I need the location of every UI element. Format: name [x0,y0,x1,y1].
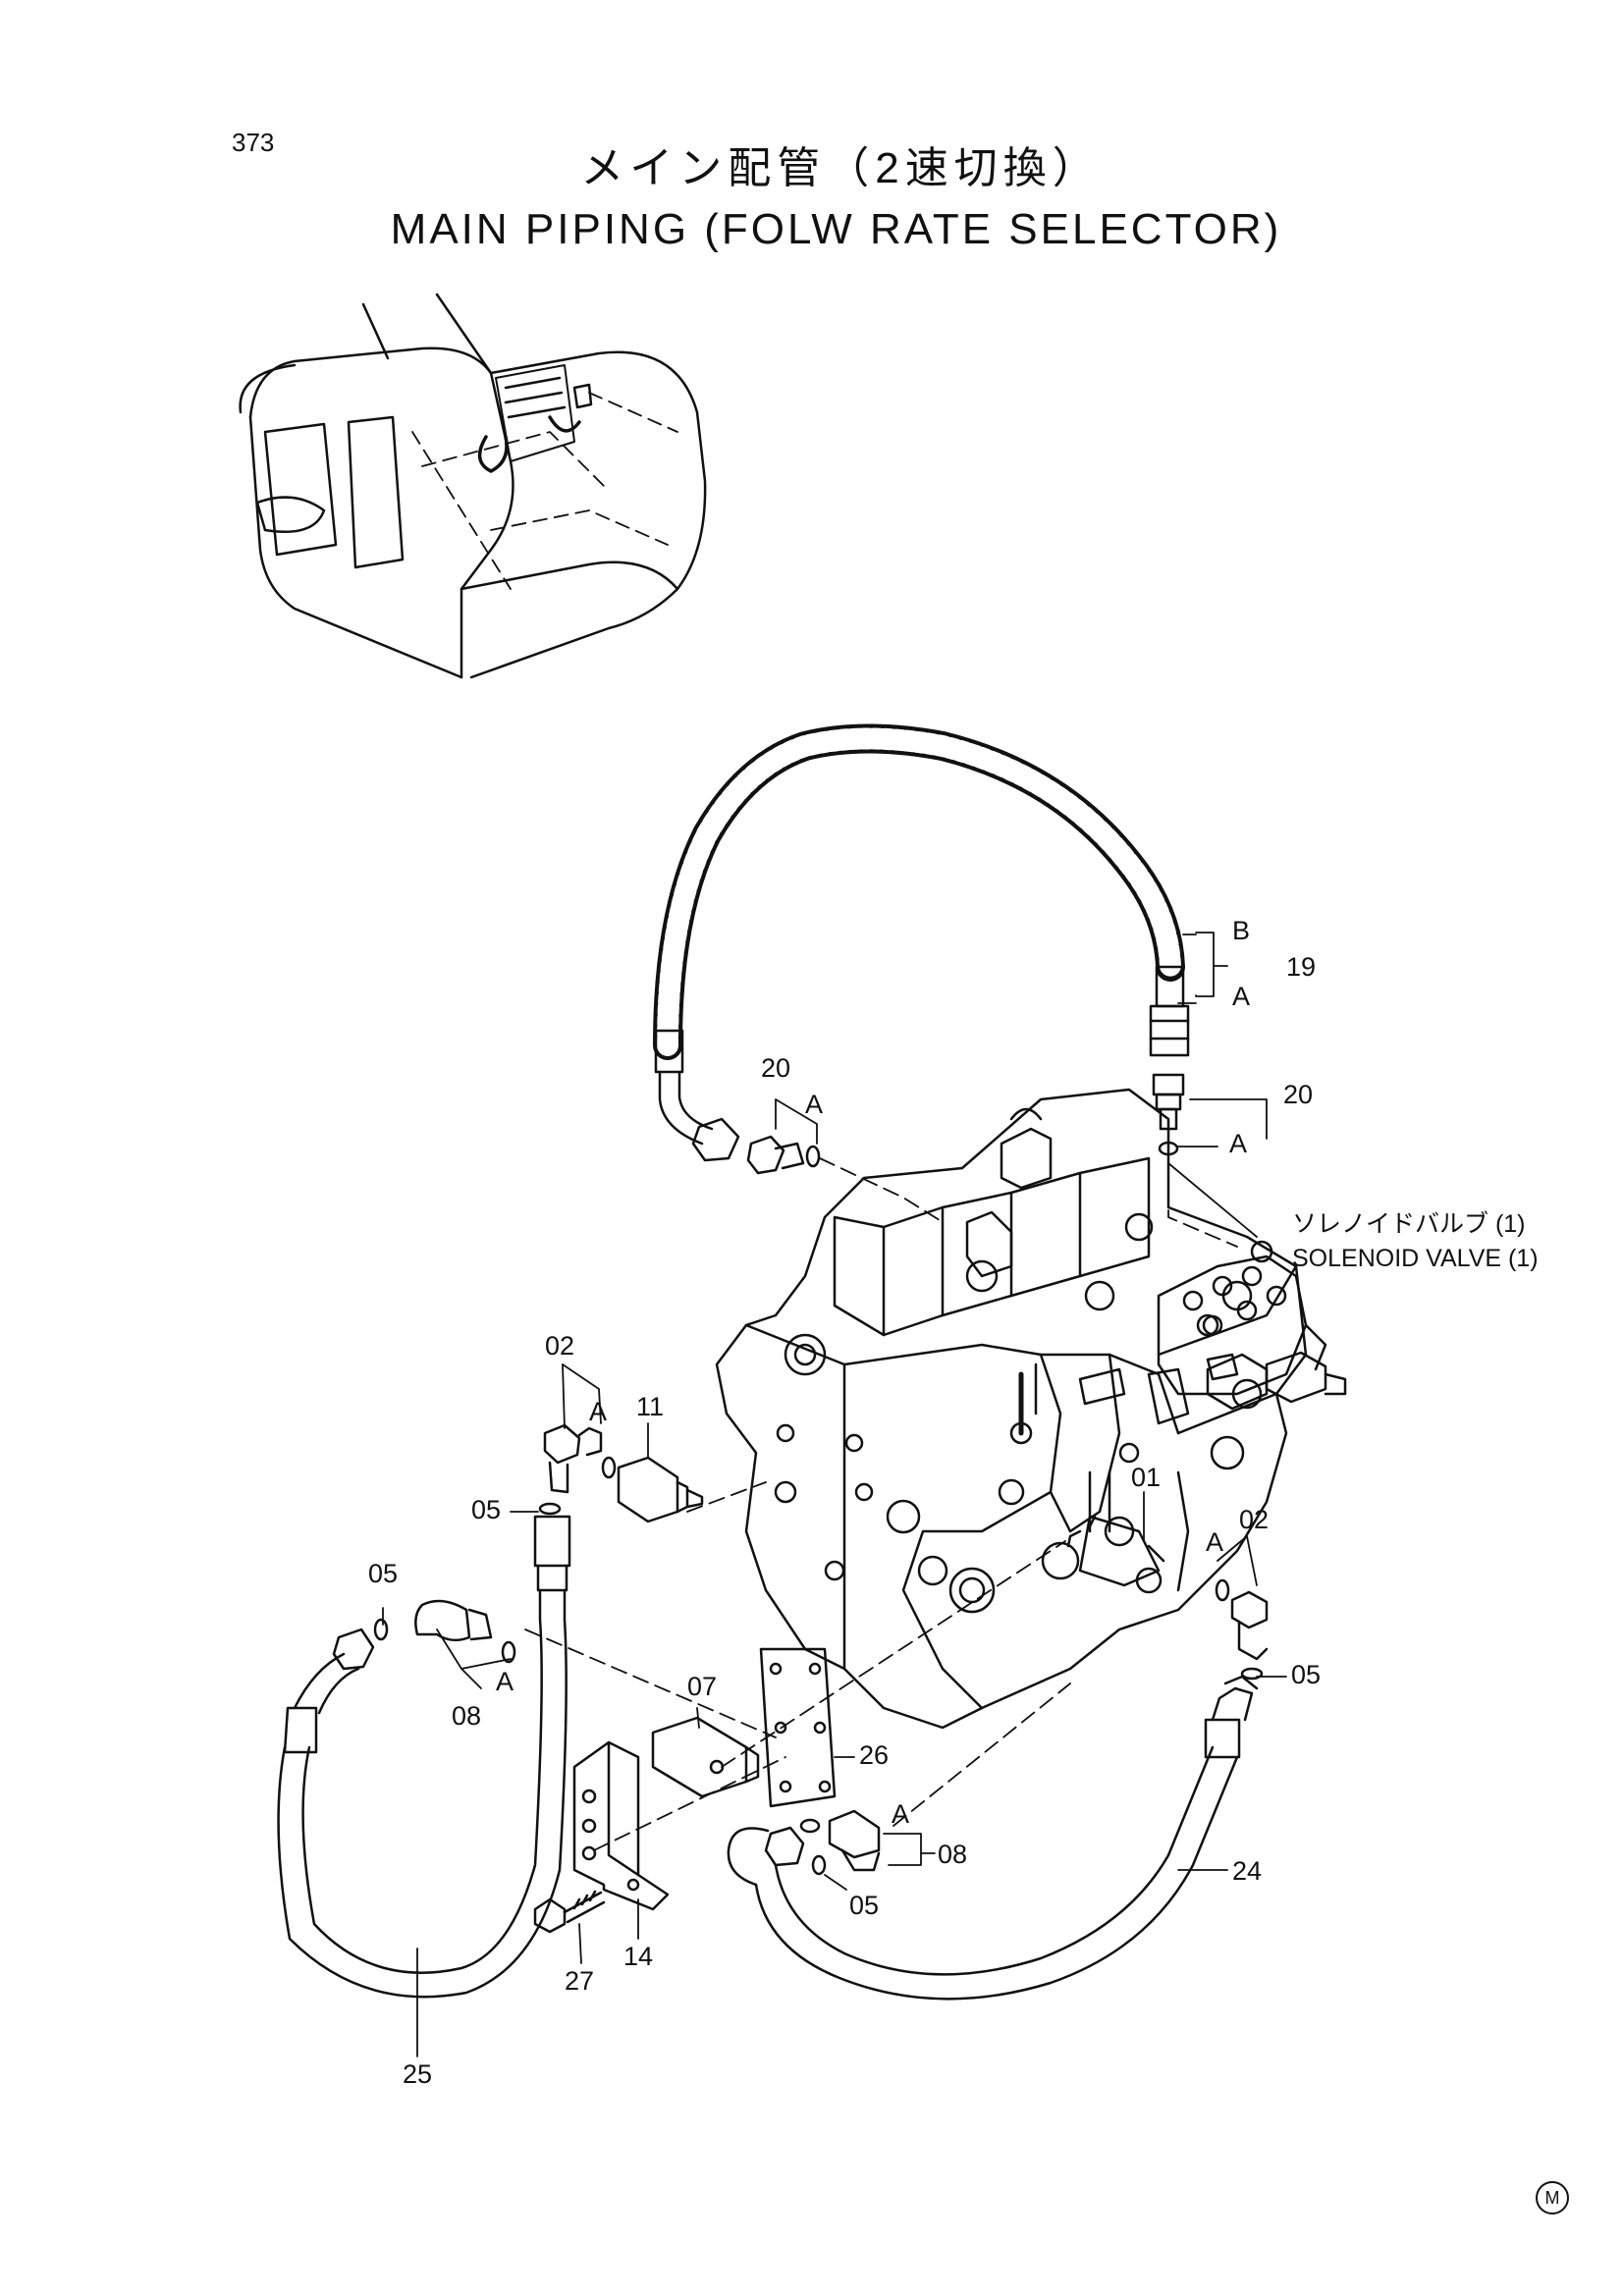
bolt-27 [533,1890,606,1934]
callout-05-d: 05 [849,1891,880,1920]
plate-26 [759,1647,837,1808]
callout-25: 25 [403,2059,433,2089]
callout-01: 01 [1131,1463,1162,1492]
callout-08-left: 08 [452,1701,482,1731]
excavator-overview-illustration [239,293,707,679]
hose-25 [277,1515,571,1999]
callout-07: 07 [687,1672,718,1701]
pipe-01 [1066,1515,1165,1587]
callout-20-right-a: A [1229,1129,1248,1158]
hose-19 [653,723,1190,1162]
check-valve-11 [617,1456,704,1523]
page-number: 373 [232,128,275,157]
callout-20-left-a: A [805,1090,824,1119]
title-japanese: メイン配管（2速切換） [580,144,1102,192]
elbow-08-right [799,1809,881,1876]
elbow-02-left [538,1423,617,1516]
assembly-centerlines [524,1157,1238,1851]
control-valve-body [715,1088,1308,1730]
callout-02-right: 02 [1239,1505,1270,1534]
callout-11: 11 [636,1392,665,1421]
corner-mark: M [1536,2181,1569,2215]
callout-14: 14 [623,1942,654,1971]
elbow-02-right [1215,1578,1269,1681]
callout-24: 24 [1232,1856,1263,1886]
leader-lines [382,932,1287,2057]
solenoid-valve-label-jp: ソレノイドバルブ (1) [1292,1210,1526,1238]
callout-08-left-a: A [496,1667,514,1696]
callout-05-b: 05 [368,1559,399,1588]
callout-05-c: 05 [1291,1660,1322,1689]
callout-19: 19 [1286,952,1317,982]
callout-19-a: A [1232,982,1251,1011]
callout-02-right-a: A [1206,1527,1224,1557]
title-english: MAIN PIPING (FOLW RATE SELECTOR) [390,205,1282,253]
solenoid-valve-label-en: SOLENOID VALVE (1) [1292,1245,1539,1272]
callout-20-right: 20 [1283,1080,1314,1109]
callout-02-left: 02 [545,1331,575,1361]
check-valve-07 [651,1716,760,1798]
solenoid-valve [1147,1255,1347,1425]
callout-02-left-a: A [589,1397,608,1426]
callout-26: 26 [859,1740,890,1770]
callout-27: 27 [565,1966,595,1996]
callout-05-a: 05 [471,1495,502,1524]
adapter-20-left [746,1135,821,1175]
bracket-14 [572,1740,670,1911]
callout-20-left: 20 [761,1053,791,1083]
callout-19-b: B [1232,916,1251,945]
hose-24 [727,1675,1259,2001]
callout-08-right-a: A [892,1799,910,1829]
elbow-08-left [373,1599,516,1664]
callout-08-right: 08 [938,1840,968,1869]
